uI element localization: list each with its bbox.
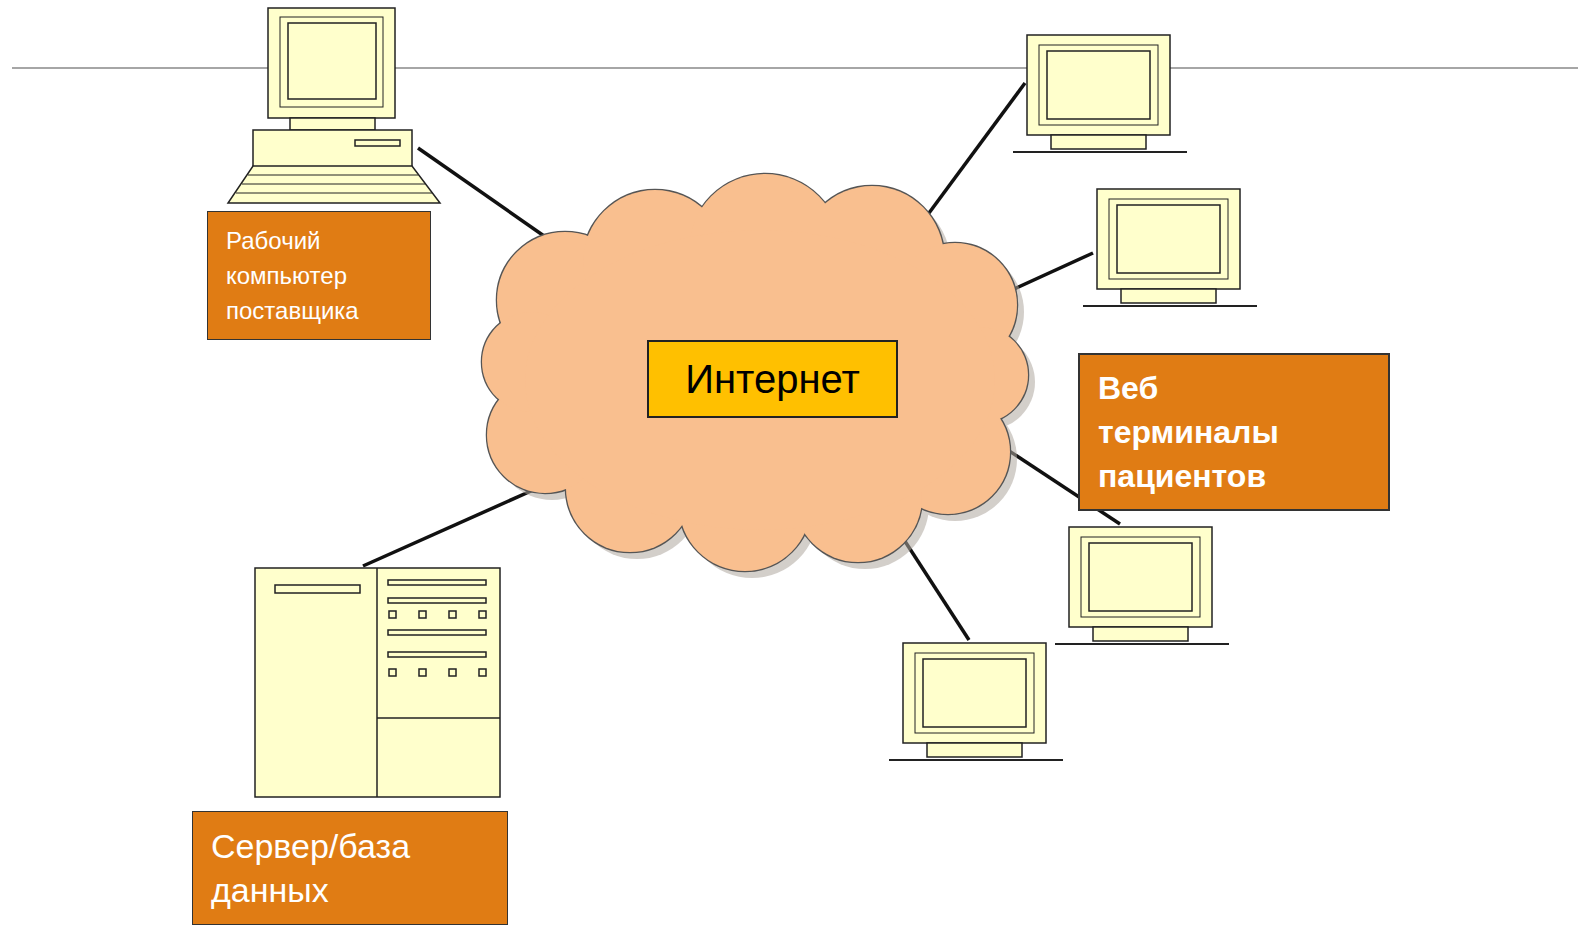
provider-label: Рабочий компьютер поставщика (207, 211, 431, 340)
server (255, 568, 500, 797)
node-text: Сервер/база данных (211, 824, 461, 912)
server-label: Сервер/база данных (192, 811, 508, 925)
internet-label: Интернет (647, 340, 898, 418)
network-links (363, 83, 1120, 640)
node-text: Интернет (685, 355, 860, 403)
node-text: Рабочий компьютер поставщика (226, 223, 416, 328)
node-text: Веб терминалы пациентов (1098, 366, 1303, 498)
header-rule (12, 67, 1578, 69)
provider-computer (228, 8, 440, 203)
patients-label: Веб терминалы пациентов (1078, 353, 1390, 511)
internet-cloud (482, 174, 1035, 578)
